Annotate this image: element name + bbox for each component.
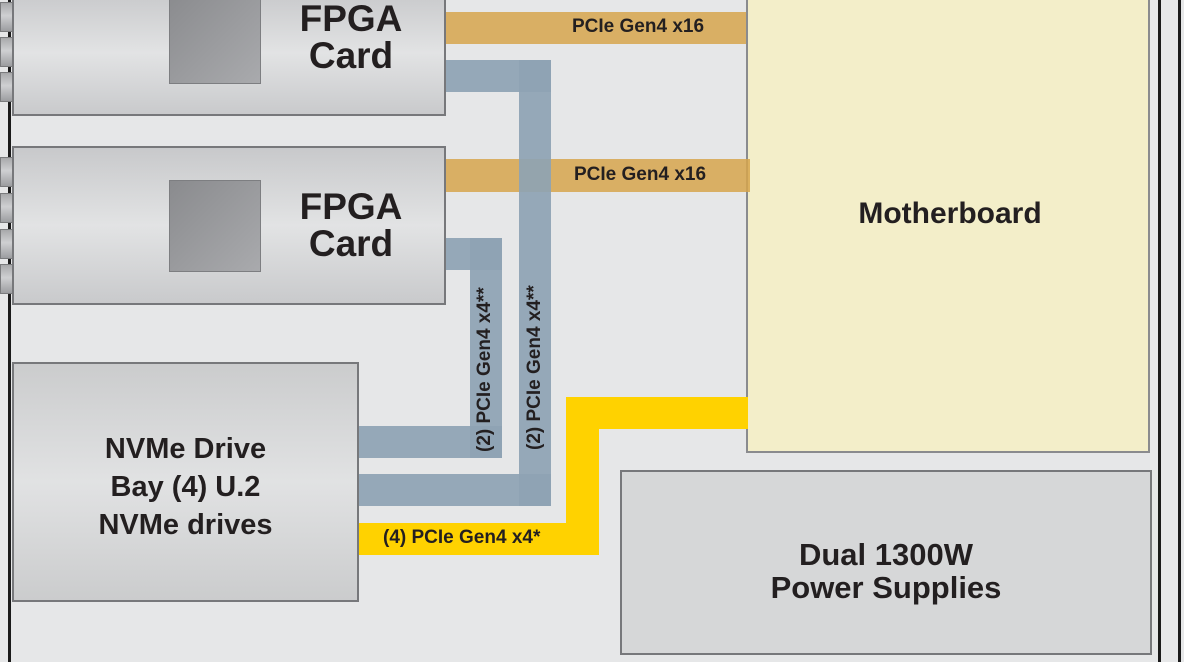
motherboard-label: Motherboard xyxy=(858,197,1042,230)
nvme-drive-bay: NVMe Drive Bay (4) U.2 NVMe drives xyxy=(12,362,359,602)
fpga2-nvme-link-bottom xyxy=(357,426,502,458)
fpga-card-1: FPGA Card xyxy=(12,0,446,116)
nvme-bay-line3: NVMe drives xyxy=(98,509,273,541)
fpga2-nvme-link-vertical xyxy=(470,238,502,458)
fpga2-x16-link-label: PCIe Gen4 x16 xyxy=(574,164,707,185)
fpga2-title-line1: FPGA xyxy=(299,186,403,227)
fpga1-title-line2: Card xyxy=(308,35,394,76)
nvme-bay-line2: Bay (4) U.2 xyxy=(110,471,261,503)
fpga2-x16-link xyxy=(444,159,750,192)
chassis-right-outer-edge xyxy=(1178,0,1181,662)
fpga2-title: FPGA Card xyxy=(276,188,426,262)
power-supply-block: Dual 1300W Power Supplies xyxy=(620,470,1152,655)
fpga1-x16-link-label: PCIe Gen4 x16 xyxy=(572,16,705,37)
nvme-mb-link-label: (4) PCIe Gen4 x4* xyxy=(383,527,541,548)
chassis-right-inner-edge xyxy=(1158,0,1161,662)
fpga2-title-line2: Card xyxy=(308,223,394,264)
fpga2-nvme-link-label: (2) PCIe Gen4 x4** xyxy=(474,287,495,452)
psu-label-line1: Dual 1300W xyxy=(798,537,973,572)
fpga1-x16-link xyxy=(444,12,746,44)
nvme-mb-link-bottom xyxy=(357,523,599,555)
fpga1-chip xyxy=(169,0,261,84)
fpga1-title-line1: FPGA xyxy=(299,0,403,39)
fpga1-nvme-link-bottom xyxy=(357,474,551,506)
fpga2-chip xyxy=(169,180,261,272)
fpga1-nvme-link-label: (2) PCIe Gen4 x4** xyxy=(524,285,545,450)
motherboard-block: Motherboard xyxy=(746,0,1150,453)
psu-label: Dual 1300W Power Supplies xyxy=(622,538,1150,604)
fpga1-title: FPGA Card xyxy=(276,0,426,74)
psu-label-line2: Power Supplies xyxy=(770,570,1002,605)
nvme-bay-line1: NVMe Drive xyxy=(104,433,267,465)
fpga1-nvme-link-vertical xyxy=(519,60,551,506)
nvme-bay-label: NVMe Drive Bay (4) U.2 NVMe drives xyxy=(14,430,357,544)
fpga-card-2: FPGA Card xyxy=(12,146,446,305)
chassis-left-edge xyxy=(8,0,11,662)
